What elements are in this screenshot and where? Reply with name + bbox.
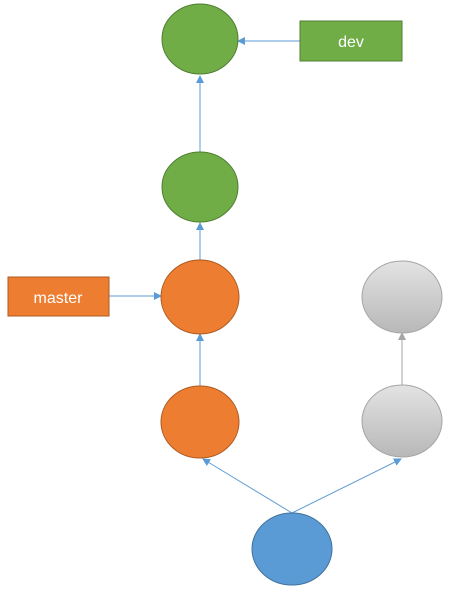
dev-label-box [299,20,403,62]
commit-node-green-top [161,3,239,75]
edge-root-to-gray-lower [291,458,402,514]
edge-root-to-orange-lower [202,458,293,514]
dev-label-text: dev [338,34,364,51]
branch-label-dev: dev [299,20,403,62]
commit-node-green-lower [161,151,239,223]
commit-node-orange-lower [160,385,240,459]
commit-node-blue-root [251,512,333,586]
commit-node-gray-upper [361,260,443,334]
commit-node-gray-lower [361,384,443,458]
master-label-box [7,276,110,317]
commit-node-orange-upper [160,259,240,335]
master-label-text: master [34,290,84,307]
branch-label-master: master [7,276,110,317]
